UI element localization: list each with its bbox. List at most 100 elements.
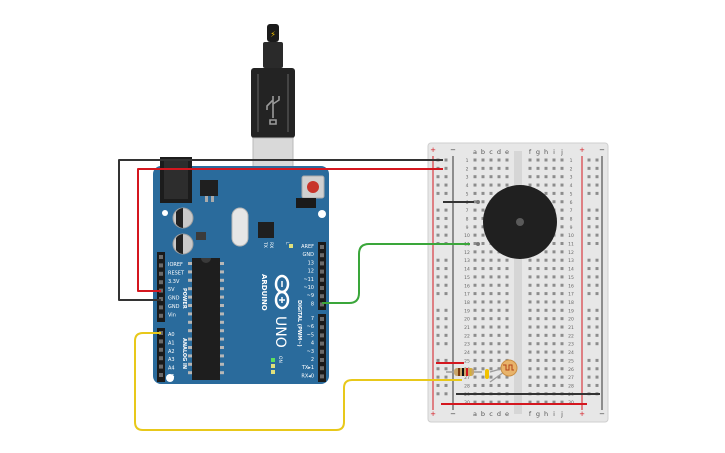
header-pin[interactable]: [159, 347, 163, 352]
rail-hole[interactable]: [444, 166, 448, 170]
breadboard-hole[interactable]: [536, 292, 540, 296]
breadboard-hole[interactable]: [560, 158, 564, 162]
header-pin[interactable]: [159, 263, 163, 268]
breadboard-hole[interactable]: [552, 191, 556, 195]
breadboard-hole[interactable]: [560, 333, 564, 337]
breadboard-hole[interactable]: [560, 242, 564, 245]
breadboard-hole[interactable]: [528, 166, 532, 170]
rail-hole[interactable]: [436, 175, 440, 179]
rail-hole[interactable]: [444, 292, 448, 296]
header-pin[interactable]: [320, 294, 324, 299]
breadboard-hole[interactable]: [528, 400, 532, 404]
breadboard-hole[interactable]: [528, 300, 532, 304]
breadboard-hole[interactable]: [497, 367, 501, 371]
breadboard-hole[interactable]: [473, 342, 477, 346]
breadboard-hole[interactable]: [528, 358, 532, 362]
breadboard-hole[interactable]: [544, 342, 548, 346]
rail-hole[interactable]: [444, 317, 448, 321]
breadboard-hole[interactable]: [473, 250, 477, 254]
breadboard-hole[interactable]: [473, 383, 477, 387]
breadboard-hole[interactable]: [552, 367, 556, 371]
rail-hole[interactable]: [436, 342, 440, 346]
breadboard-hole[interactable]: [552, 175, 556, 179]
rail-hole[interactable]: [587, 158, 591, 162]
breadboard-hole[interactable]: [481, 342, 485, 346]
breadboard-hole[interactable]: [481, 325, 485, 329]
breadboard-hole[interactable]: [552, 333, 556, 337]
rail-hole[interactable]: [436, 358, 440, 362]
rail-hole[interactable]: [587, 191, 591, 195]
resistor[interactable]: [446, 368, 482, 376]
rail-hole[interactable]: [595, 166, 599, 170]
usb-cable[interactable]: ⚡: [251, 24, 295, 193]
rail-hole[interactable]: [587, 267, 591, 271]
breadboard-hole[interactable]: [505, 350, 509, 354]
breadboard-hole[interactable]: [560, 367, 564, 371]
header-pin[interactable]: [159, 356, 163, 361]
rail-hole[interactable]: [444, 375, 448, 379]
breadboard-hole[interactable]: [481, 200, 485, 204]
breadboard-hole[interactable]: [497, 175, 501, 179]
breadboard-hole[interactable]: [536, 175, 540, 179]
breadboard-hole[interactable]: [536, 400, 540, 404]
rail-hole[interactable]: [595, 342, 599, 346]
rail-hole[interactable]: [595, 308, 599, 312]
breadboard-hole[interactable]: [473, 225, 477, 229]
breadboard-hole[interactable]: [481, 383, 485, 387]
breadboard-hole[interactable]: [536, 158, 540, 162]
header-pin[interactable]: [159, 305, 163, 310]
breadboard-hole[interactable]: [497, 375, 501, 379]
breadboard-hole[interactable]: [497, 258, 501, 262]
breadboard-hole[interactable]: [473, 358, 477, 362]
breadboard-hole[interactable]: [536, 383, 540, 387]
breadboard-hole[interactable]: [528, 367, 532, 371]
breadboard-hole[interactable]: [536, 342, 540, 346]
breadboard-hole[interactable]: [560, 400, 564, 404]
rail-hole[interactable]: [436, 183, 440, 187]
breadboard-hole[interactable]: [481, 292, 485, 296]
breadboard-hole[interactable]: [481, 175, 485, 179]
breadboard-hole[interactable]: [481, 400, 485, 404]
breadboard-hole[interactable]: [505, 166, 509, 170]
breadboard-hole[interactable]: [473, 300, 477, 304]
rail-hole[interactable]: [436, 292, 440, 296]
rail-hole[interactable]: [444, 333, 448, 337]
breadboard-hole[interactable]: [497, 400, 501, 404]
breadboard-hole[interactable]: [489, 267, 493, 271]
breadboard-hole[interactable]: [505, 375, 509, 379]
breadboard-hole[interactable]: [536, 325, 540, 329]
rail-hole[interactable]: [444, 358, 448, 362]
breadboard-hole[interactable]: [552, 358, 556, 362]
breadboard-hole[interactable]: [528, 292, 532, 296]
breadboard-hole[interactable]: [489, 250, 493, 254]
breadboard-hole[interactable]: [544, 358, 548, 362]
rail-hole[interactable]: [595, 191, 599, 195]
breadboard-hole[interactable]: [552, 242, 556, 245]
rail-hole[interactable]: [436, 383, 440, 387]
header-pin[interactable]: [159, 313, 163, 318]
wire-green-pin8[interactable]: [322, 243, 470, 304]
breadboard-hole[interactable]: [489, 400, 493, 404]
breadboard-hole[interactable]: [544, 250, 548, 254]
breadboard-hole[interactable]: [544, 308, 548, 312]
breadboard-hole[interactable]: [473, 200, 477, 204]
rail-hole[interactable]: [587, 216, 591, 220]
rail-hole[interactable]: [595, 242, 599, 245]
breadboard-hole[interactable]: [544, 292, 548, 296]
rail-hole[interactable]: [587, 208, 591, 212]
breadboard-hole[interactable]: [481, 267, 485, 271]
breadboard-hole[interactable]: [481, 350, 485, 354]
piezo-buzzer[interactable]: [476, 185, 557, 259]
breadboard-hole[interactable]: [505, 342, 509, 346]
breadboard-hole[interactable]: [481, 275, 485, 279]
breadboard-hole[interactable]: [552, 383, 556, 387]
breadboard-hole[interactable]: [489, 350, 493, 354]
rail-hole[interactable]: [587, 258, 591, 262]
breadboard-hole[interactable]: [473, 350, 477, 354]
breadboard-hole[interactable]: [505, 317, 509, 321]
breadboard-hole[interactable]: [473, 216, 477, 220]
breadboard-hole[interactable]: [560, 166, 564, 170]
breadboard-hole[interactable]: [489, 333, 493, 337]
breadboard-hole[interactable]: [473, 367, 477, 371]
breadboard-hole[interactable]: [528, 325, 532, 329]
